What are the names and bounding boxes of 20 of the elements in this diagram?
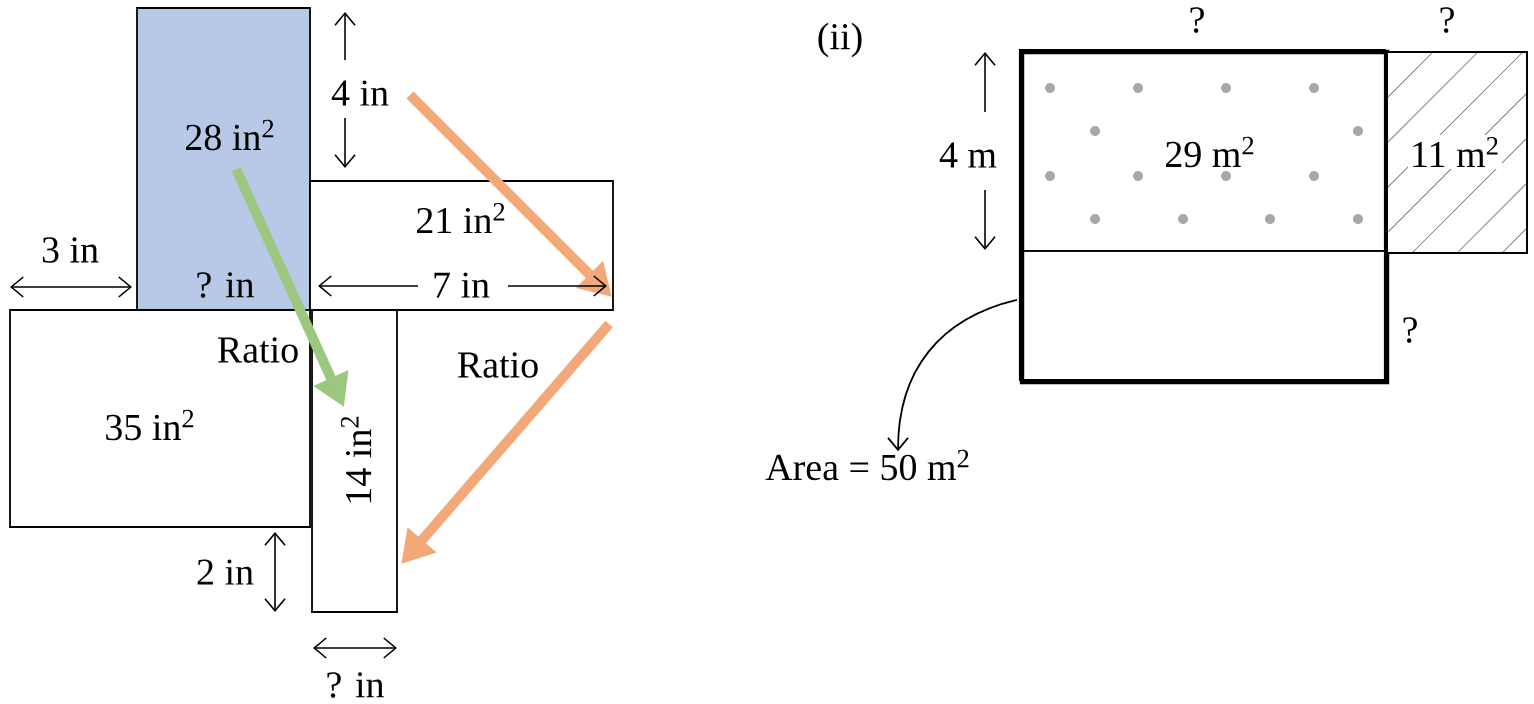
dotted-rectangle: 29 m$^{2}$ [1018,48,1386,252]
dimension-label: 2 in [197,559,254,585]
arrow [887,299,1018,452]
outer-rectangle [1019,49,1390,385]
edge-label: Ratio [214,335,302,365]
dimension-label: ? in [327,672,384,698]
dimension-label: ? [1403,317,1417,343]
dimension-label: 3 in [42,237,99,263]
area-label: Area = 50 m$^{2}$ [765,449,969,481]
area-rectangle: 14 in$^{2}$ [311,309,398,613]
panel-label: (ii) [818,22,862,58]
dimension-label: ? in [197,272,254,298]
dimension-label: 4 in [331,80,389,106]
dimension-label: ? [1440,7,1454,33]
dimension-label: ? [1190,7,1204,33]
dimension-label: 4 m [939,142,997,168]
hatched-rectangle: 11 m$^{2}$ [1386,51,1528,254]
empty-rectangle [1018,249,1386,381]
dimension-label: 7 in [434,272,490,298]
edge-label: Ratio [454,350,542,380]
